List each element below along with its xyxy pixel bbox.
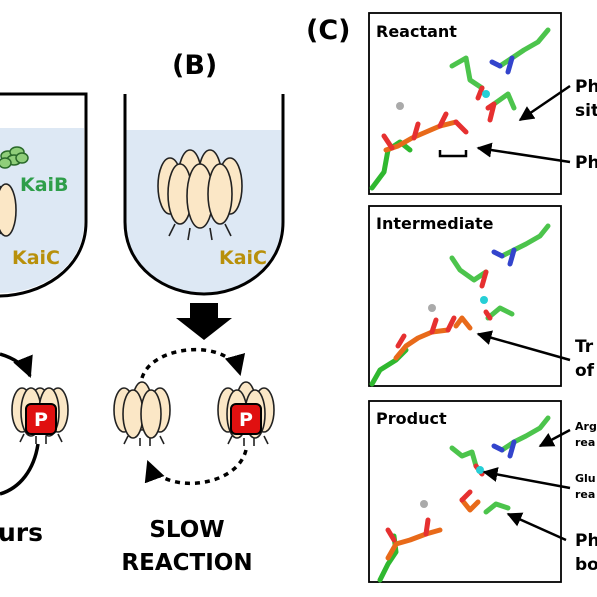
reactant-box: Reactant <box>368 12 562 195</box>
callout-text: bo <box>575 555 597 575</box>
product-box: Product <box>368 400 562 583</box>
panel-a-cycle-arc-bottom <box>0 443 40 496</box>
callout-text: Glu <box>575 472 596 485</box>
panel-a-bottom-text: urs <box>0 518 43 547</box>
callout-arrow <box>482 467 571 490</box>
kaib-protein-icon <box>0 146 29 169</box>
reaction-label-line1: SLOW <box>149 517 224 543</box>
callout-arrow <box>476 142 571 164</box>
phospho-badge-text: P <box>34 409 48 431</box>
panel-b: (B) KaiC <box>113 50 285 576</box>
panel-c-label: (C) <box>306 15 351 46</box>
callout-text: rea <box>575 436 595 449</box>
callout-arrow <box>538 428 571 448</box>
box-title: Product <box>376 409 447 428</box>
reaction-label-line2: REACTION <box>121 550 252 576</box>
panel-b-label: (B) <box>172 50 217 81</box>
panel-a-tube <box>0 92 88 298</box>
callout-arrow <box>476 330 571 362</box>
panel-a-tube-liquid <box>0 128 84 293</box>
callout-text: of <box>575 361 595 381</box>
intermediate-box: Intermediate <box>368 205 562 387</box>
panel-c: (C) Reactant Intermediat <box>306 12 597 583</box>
callout-text: Tr <box>575 337 594 357</box>
callout-text: rea <box>575 488 595 501</box>
down-arrow <box>176 303 232 340</box>
callout-text: Ph <box>575 153 597 173</box>
callout-text: Ph <box>575 531 597 551</box>
phospho-badge <box>25 403 57 435</box>
cycle-arrow-top <box>140 347 246 379</box>
phospho-badge-text: P <box>239 409 253 431</box>
kaic-label: KaiC <box>12 247 60 269</box>
callout-text: Arg <box>575 420 597 433</box>
kaic-hexamer-icon <box>113 381 171 446</box>
box-title: Reactant <box>376 22 457 41</box>
cycle-arrow-bottom <box>144 449 248 486</box>
callout-text: Ph <box>575 77 597 97</box>
panel-b-tube <box>123 94 285 296</box>
panel-a-cycle-arc-top <box>0 352 33 378</box>
kaib-label: KaiB <box>20 174 69 196</box>
callout-arrow <box>518 84 571 122</box>
kaic-label: KaiC <box>219 247 267 269</box>
callout-text: sit <box>575 101 597 121</box>
phospho-badge <box>230 403 262 435</box>
callout-arrow <box>506 512 567 542</box>
panel-a: KaiB KaiC P urs <box>0 92 88 547</box>
box-title: Intermediate <box>376 214 494 233</box>
kaic-hexamer-icon <box>157 149 243 241</box>
kaic-hexamer-icon <box>0 183 17 237</box>
